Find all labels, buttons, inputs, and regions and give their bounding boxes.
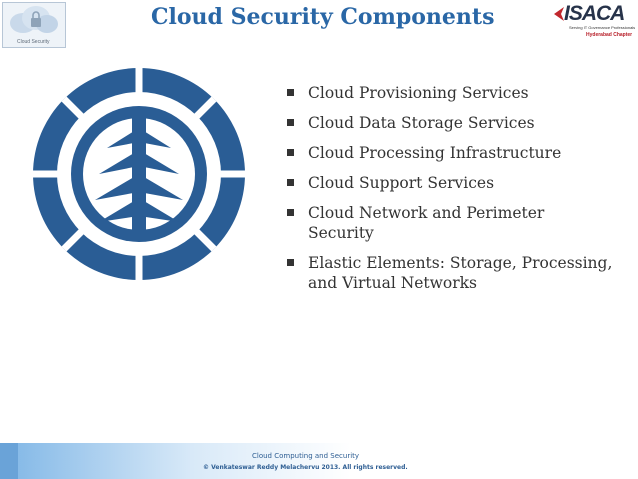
bullet-item: Cloud Data Storage Services (285, 113, 625, 133)
bullet-text: Cloud Data Storage Services (308, 114, 535, 132)
slide-title: Cloud Security Components (151, 4, 495, 30)
square-bullet-icon (287, 259, 294, 266)
footer-title: Cloud Computing and Security (252, 452, 360, 460)
cloud-logo-caption: Cloud Security (17, 39, 50, 45)
isaca-mark-icon (554, 7, 564, 21)
bullet-item: Cloud Network and Perimeter Security (285, 203, 598, 243)
bullet-text: Elastic Elements: Storage, Processing, a… (308, 254, 613, 292)
bullet-item: Cloud Provisioning Services (285, 83, 625, 103)
isaca-tagline: Serving IT Governance Professionals (569, 25, 636, 30)
bullet-text: Cloud Provisioning Services (308, 84, 529, 102)
bullet-item: Cloud Processing Infrastructure (285, 143, 625, 163)
isaca-chapter: Hyderabad Chapter (586, 32, 633, 38)
bullet-text: Cloud Support Services (308, 174, 495, 192)
bullet-text: Cloud Processing Infrastructure (308, 144, 562, 162)
cloud-lock-icon (10, 6, 58, 33)
square-bullet-icon (287, 149, 294, 156)
cloud-security-logo: Cloud Security (2, 2, 66, 48)
isaca-logo: ISACA Serving IT Governance Professional… (554, 2, 636, 40)
bullet-item: Cloud Support Services (285, 173, 625, 193)
square-bullet-icon (287, 179, 294, 186)
bullet-list: Cloud Provisioning Services Cloud Data S… (285, 83, 625, 303)
square-bullet-icon (287, 209, 294, 216)
isaca-wordmark: ISACA (564, 2, 625, 25)
footer-band (0, 443, 638, 479)
footer-copyright: © Venkateswar Reddy Melachervu 2013. All… (203, 464, 408, 471)
square-bullet-icon (287, 119, 294, 126)
element-tree-emblem-icon (33, 68, 245, 280)
bullet-item: Elastic Elements: Storage, Processing, a… (285, 253, 638, 293)
square-bullet-icon (287, 89, 294, 96)
bullet-text: Cloud Network and Perimeter Security (308, 204, 545, 242)
footer-band-edge (0, 443, 18, 479)
